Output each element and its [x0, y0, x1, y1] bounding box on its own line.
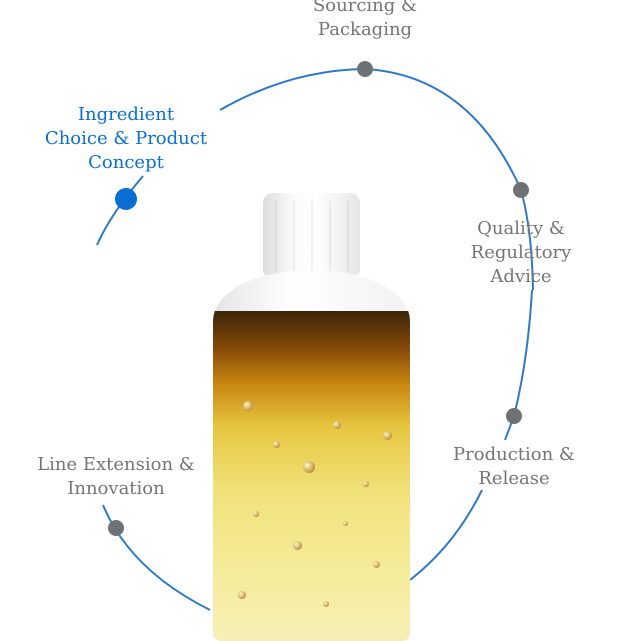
- bottle-body: [213, 271, 410, 641]
- step-label-quality[interactable]: Quality & Regulatory Advice: [470, 218, 572, 287]
- step-dot-quality[interactable]: [513, 182, 529, 198]
- cycle-arc: [102, 504, 211, 611]
- bottle-liquid: [213, 311, 410, 641]
- bottle-cap: [263, 193, 360, 275]
- step-label-line-extension[interactable]: Line Extension & Innovation: [37, 454, 195, 499]
- cycle-arc: [219, 67, 534, 291]
- step-label-production[interactable]: Production & Release: [453, 444, 575, 489]
- cycle-arc: [409, 489, 483, 581]
- cycle-arc: [96, 175, 144, 246]
- step-label-sourcing[interactable]: Sourcing & Packaging: [312, 0, 418, 40]
- product-bottle-image: [213, 193, 410, 641]
- step-dot-line-extension[interactable]: [108, 520, 124, 536]
- step-dot-ingredient[interactable]: [115, 188, 137, 210]
- step-label-ingredient[interactable]: Ingredient Choice & Product Concept: [44, 104, 208, 173]
- step-dot-production[interactable]: [506, 408, 522, 424]
- step-dot-sourcing[interactable]: [357, 61, 373, 77]
